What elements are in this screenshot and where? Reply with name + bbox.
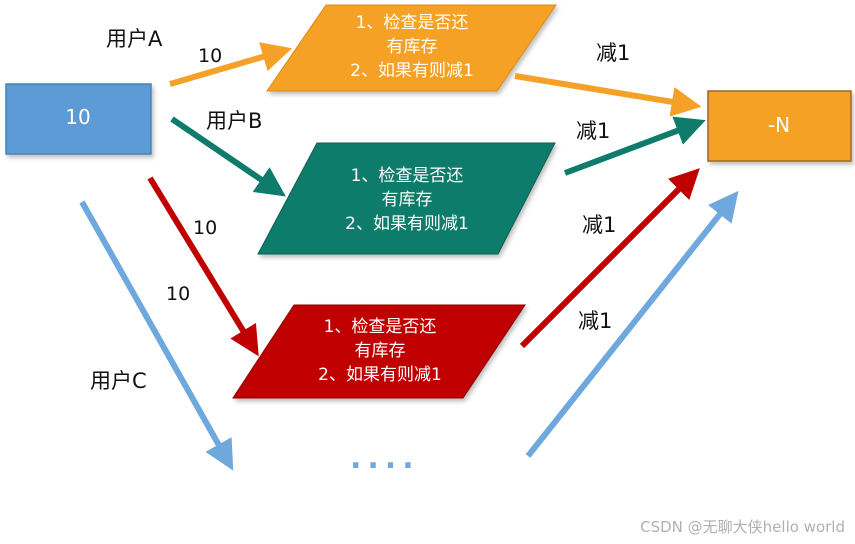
label-minus-b: 减1 xyxy=(576,119,610,143)
source-stock-label: 10 xyxy=(65,105,90,129)
process-a-line2: 有库存 xyxy=(387,37,438,57)
process-c-line1: 1、检查是否还 xyxy=(324,317,437,337)
process-b-line3: 2、如果有则减1 xyxy=(345,214,469,234)
ellipsis-more-users: .... xyxy=(350,441,420,476)
label-value-c: 10 xyxy=(166,283,190,305)
process-c-line3: 2、如果有则减1 xyxy=(318,365,442,385)
label-user-c: 用户C xyxy=(90,369,147,393)
process-a-parallelogram: 1、检查是否还 有库存 2、如果有则减1 xyxy=(266,4,557,92)
arrow-process-c-to-target xyxy=(519,168,700,349)
arrow-process-a-to-target xyxy=(514,73,702,117)
label-minus-a: 减1 xyxy=(596,41,630,65)
label-value-b: 10 xyxy=(193,217,217,239)
process-c-line2: 有库存 xyxy=(355,341,406,361)
label-minus-c: 减1 xyxy=(582,213,616,237)
arrow-ellipsis-to-target xyxy=(525,190,739,458)
process-b-parallelogram: 1、检查是否还 有库存 2、如果有则减1 xyxy=(257,142,556,255)
process-a-line1: 1、检查是否还 xyxy=(356,13,469,33)
process-b-line2: 有库存 xyxy=(382,190,433,210)
arrow-source-to-process-b xyxy=(170,116,286,197)
label-value-a: 10 xyxy=(198,45,222,67)
arrow-source-to-process-c xyxy=(147,176,259,357)
label-user-a: 用户A xyxy=(106,27,163,51)
process-c-parallelogram: 1、检查是否还 有库存 2、如果有则减1 xyxy=(232,304,526,399)
arrow-user-c-to-ellipsis xyxy=(79,200,234,471)
process-a-line3: 2、如果有则减1 xyxy=(350,61,474,81)
source-stock-box: 10 xyxy=(5,83,152,155)
arrow-process-b-to-target xyxy=(563,116,706,176)
target-result-label: -N xyxy=(768,113,790,137)
label-user-b: 用户B xyxy=(206,109,262,133)
target-result-box: -N xyxy=(707,90,852,162)
label-minus-d: 减1 xyxy=(578,309,612,333)
watermark-text: CSDN @无聊大侠hello world xyxy=(640,518,845,536)
arrow-source-to-process-a xyxy=(169,42,293,87)
process-b-line1: 1、检查是否还 xyxy=(351,166,464,186)
